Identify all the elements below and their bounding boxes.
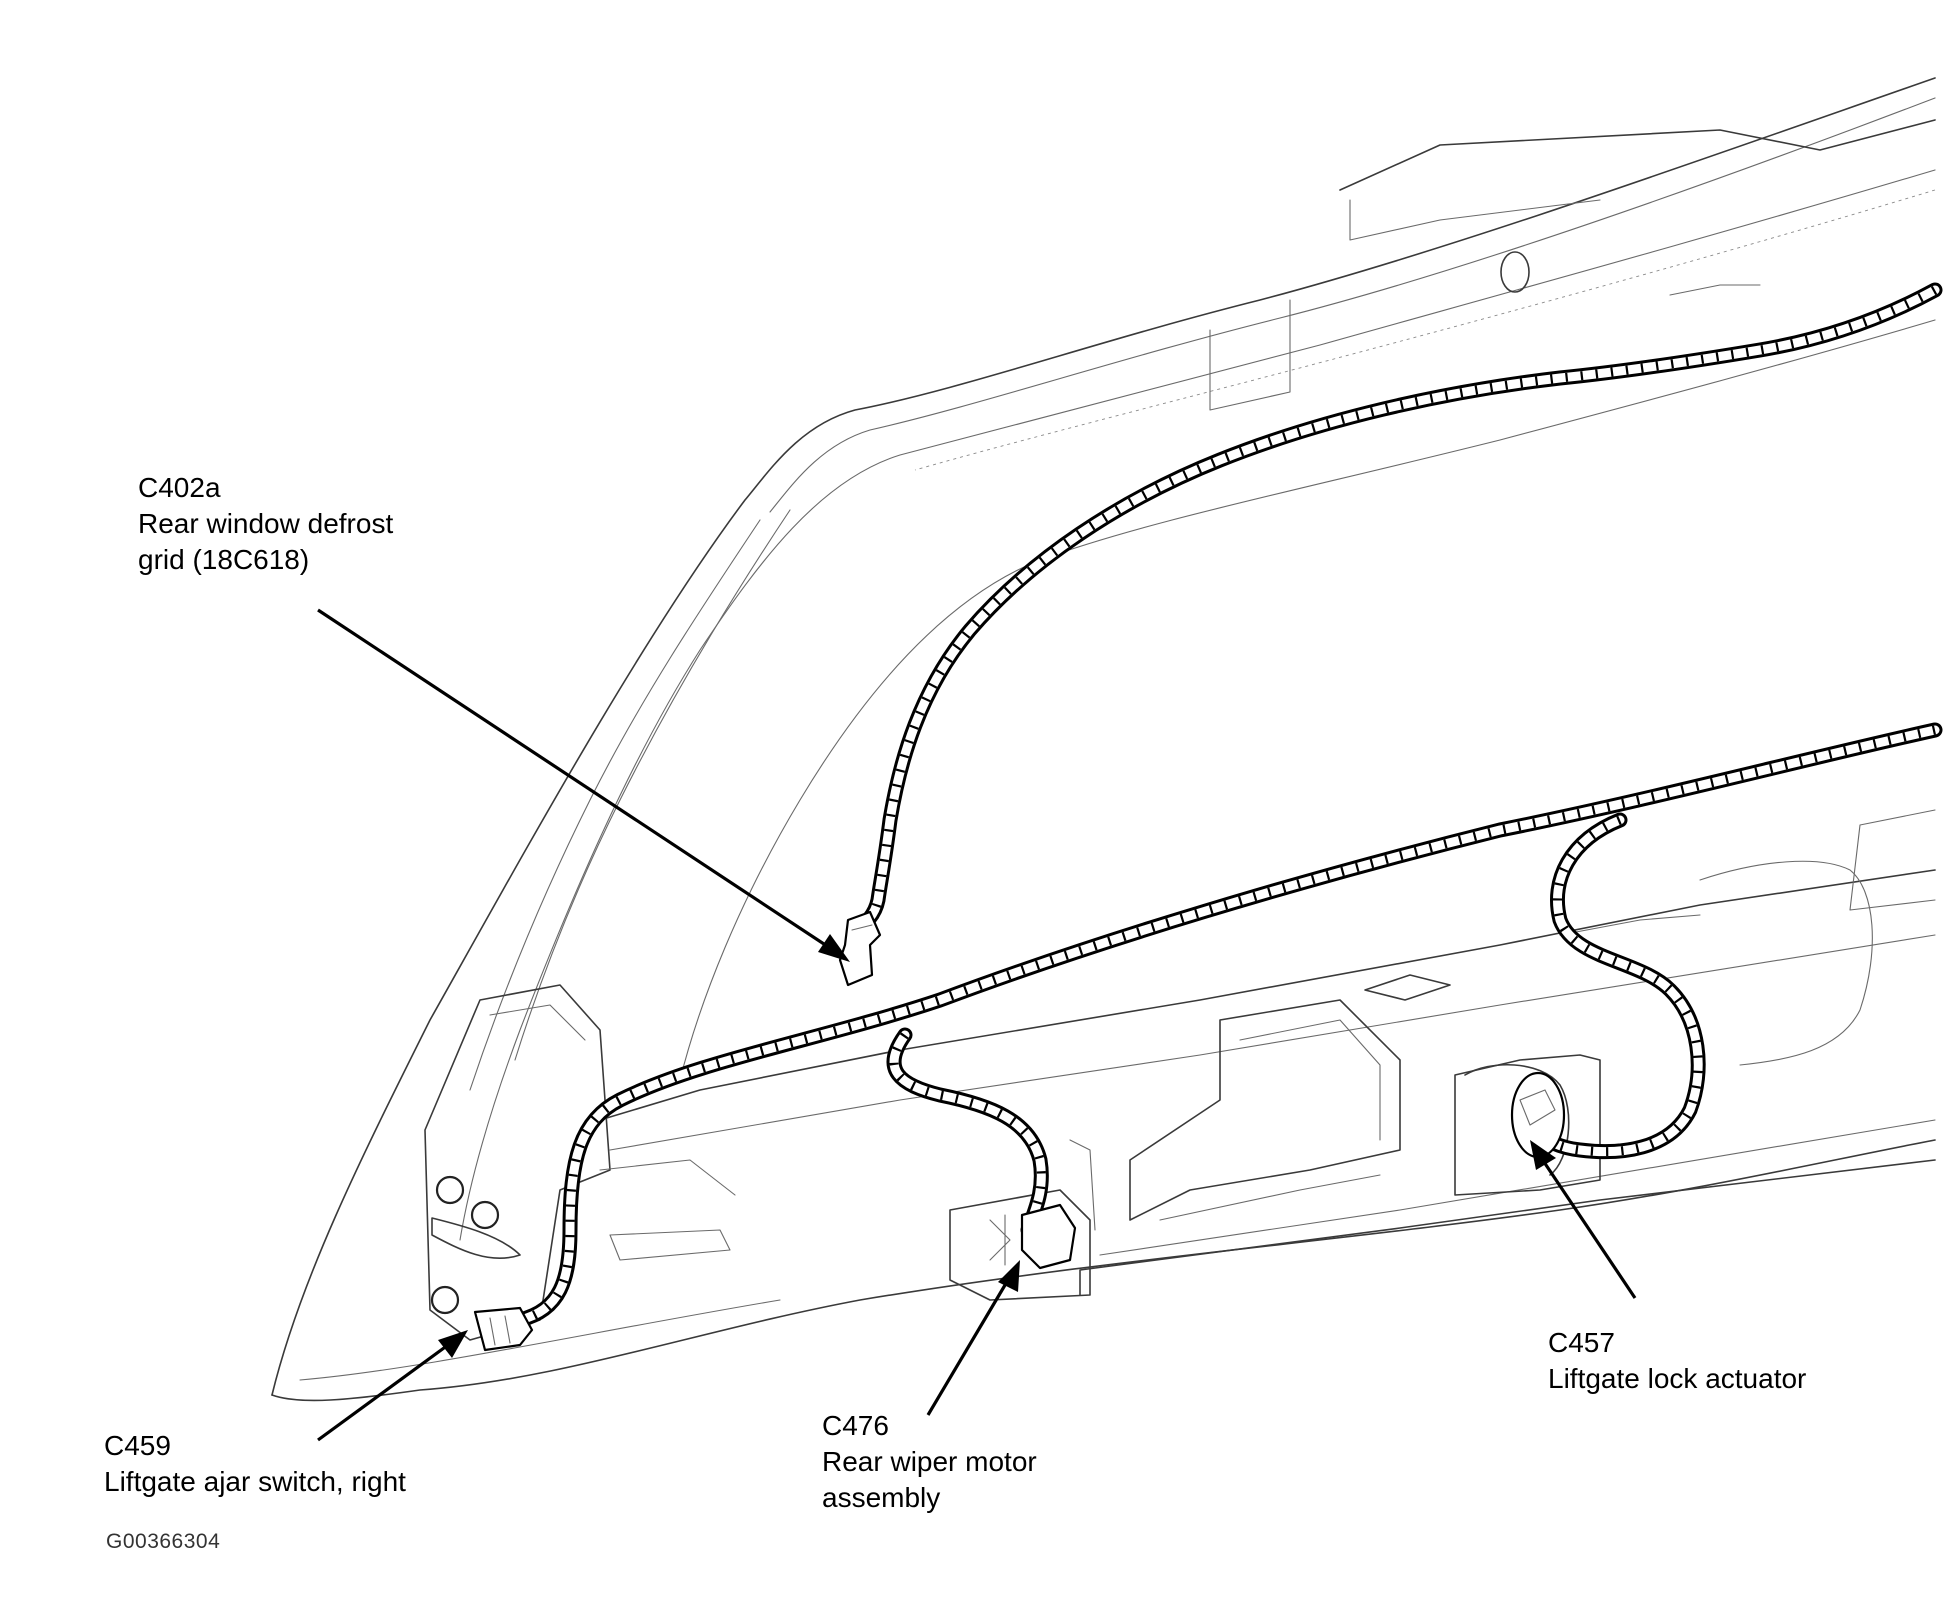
connector-c457-shape <box>1510 1071 1566 1159</box>
callout-description-line: assembly <box>822 1482 941 1513</box>
connector-c476-shape <box>989 1203 1077 1270</box>
callout-c457: C457 Liftgate lock actuator <box>1548 1325 1806 1397</box>
liftgate-body-outline <box>271 77 1936 1402</box>
callout-code: C459 <box>104 1430 171 1461</box>
wiring-harness-lower <box>512 722 1943 1328</box>
leader-c459 <box>317 1330 468 1442</box>
leader-c457 <box>1530 1140 1637 1299</box>
callout-code: C402a <box>138 472 221 503</box>
leader-c476 <box>926 1260 1020 1416</box>
callout-description-line: Rear wiper motor <box>822 1446 1037 1477</box>
callout-c459: C459 Liftgate ajar switch, right <box>104 1428 406 1500</box>
callout-c476: C476 Rear wiper motor assembly <box>822 1408 1037 1516</box>
callout-description-line: Liftgate lock actuator <box>1548 1363 1807 1394</box>
callout-c402a: C402a Rear window defrost grid (18C618) <box>138 470 393 578</box>
callout-code: C476 <box>822 1410 889 1441</box>
connector-c459-shape <box>473 1306 534 1352</box>
callout-description-line: Rear window defrost <box>138 508 394 539</box>
callout-code: C457 <box>1548 1327 1615 1358</box>
wiring-harness-wiper-branch <box>886 1027 1049 1238</box>
connector-c402a-shape <box>838 910 882 987</box>
callout-description-line: grid (18C618) <box>138 544 310 575</box>
wiring-harness-upper <box>847 282 1943 938</box>
leader-c402a <box>317 608 850 962</box>
wiring-harness-lock-branch <box>1522 812 1706 1160</box>
figure-id: G00366304 <box>106 1530 221 1553</box>
callout-description-line: Liftgate ajar switch, right <box>104 1466 406 1497</box>
